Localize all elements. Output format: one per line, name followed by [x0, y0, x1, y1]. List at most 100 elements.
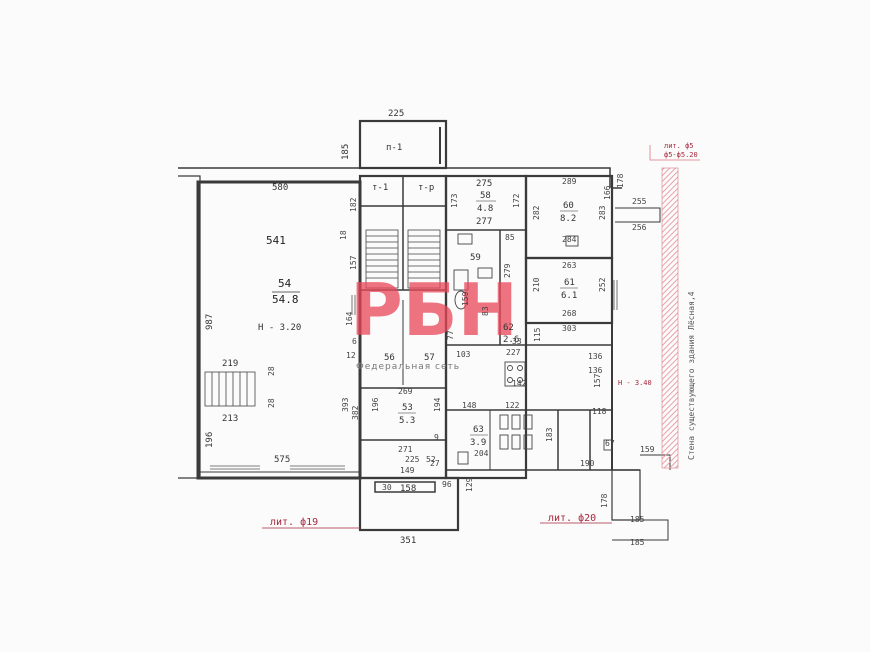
- dim-263: 263: [562, 261, 577, 270]
- room-58-number: 58: [480, 191, 491, 201]
- dim-185b: 185: [630, 515, 645, 524]
- dim-196: 196: [205, 432, 215, 448]
- dim-149: 149: [400, 466, 415, 475]
- dim-52: 52: [426, 455, 436, 464]
- dim-289: 289: [562, 177, 577, 186]
- room-63-area: 3.9: [470, 438, 486, 448]
- room-t1: т-1: [372, 183, 388, 193]
- dim-219: 219: [222, 359, 238, 369]
- room-58-area: 4.8: [477, 204, 493, 214]
- adjacent-wall-caption: Стена существующего здания Лёсная,4: [687, 291, 696, 460]
- dim-57: 57: [424, 353, 435, 363]
- dim-103: 103: [456, 350, 471, 359]
- room-62-area: 2.6: [503, 335, 519, 345]
- dim-96: 96: [442, 480, 452, 489]
- dim-27: 27: [430, 459, 440, 468]
- dim-227: 227: [506, 348, 521, 357]
- room-61-area: 6.1: [561, 291, 577, 301]
- room-53-number: 53: [402, 403, 413, 413]
- room-54-number: 54: [278, 277, 292, 290]
- dim-575: 575: [274, 455, 290, 465]
- dim-159: 159: [640, 445, 655, 454]
- dim-194: 194: [433, 397, 442, 412]
- dim-393: 393: [341, 397, 350, 412]
- dim-157: 157: [349, 255, 358, 270]
- dim-83: 83: [481, 306, 490, 316]
- dim-225-top: 225: [388, 109, 404, 119]
- dim-157b: 157: [593, 373, 602, 388]
- dim-118: 118: [592, 407, 607, 416]
- dim-268: 268: [562, 309, 577, 318]
- dim-382: 382: [351, 405, 360, 420]
- room-62-number: 62: [503, 323, 514, 333]
- dim-303: 303: [562, 324, 577, 333]
- dim-159b: 159: [461, 291, 470, 306]
- dim-196b: 196: [371, 397, 380, 412]
- dim-987: 987: [205, 314, 215, 330]
- dim-12: 12: [346, 351, 356, 360]
- dim-77: 77: [446, 330, 455, 340]
- room-labels: 54 54.8 Н - 3.20 58 4.8 59 60 8.2 61 6.1…: [258, 143, 652, 448]
- annotations: лит. ф19 лит. ф20 лит. ф5 ф5-ф5.20 Стена…: [270, 142, 698, 528]
- dim-282: 282: [532, 205, 541, 220]
- dim-164: 164: [345, 311, 354, 326]
- dim-269: 269: [398, 387, 413, 396]
- dim-158: 158: [400, 484, 416, 494]
- dim-351: 351: [400, 536, 416, 546]
- dim-255: 255: [632, 197, 647, 206]
- dim-213: 213: [222, 414, 238, 424]
- dim-252: 252: [598, 277, 607, 292]
- dim-173: 173: [450, 193, 459, 208]
- dim-541: 541: [266, 234, 286, 247]
- windows: [210, 280, 618, 470]
- dim-6: 6: [352, 337, 357, 346]
- dim-277: 277: [476, 217, 492, 227]
- dim-18: 18: [339, 230, 348, 240]
- dim-580: 580: [272, 183, 288, 193]
- watermark-logo: РБН: [350, 268, 518, 352]
- dim-136b: 136: [588, 366, 603, 375]
- dim-185-top: 185: [341, 144, 351, 160]
- dim-56: 56: [384, 353, 395, 363]
- adjacent-wall-hatch: [661, 167, 679, 469]
- dim-129: 129: [465, 477, 474, 492]
- room-60-area: 8.2: [560, 214, 576, 224]
- room-59-number: 59: [470, 253, 481, 263]
- dim-283: 283: [598, 205, 607, 220]
- dim-183: 183: [545, 427, 554, 442]
- dim-178b: 178: [600, 493, 609, 508]
- room-54-area: 54.8: [272, 293, 299, 306]
- room-53-area: 5.3: [399, 416, 415, 426]
- dim-9: 9: [434, 433, 439, 442]
- dim-166: 166: [603, 185, 612, 200]
- room-tr: т-р: [418, 183, 434, 193]
- dim-284: 284: [562, 235, 577, 244]
- dim-28a: 28: [267, 366, 276, 376]
- room-63-number: 63: [473, 425, 484, 435]
- room-p1: п-1: [386, 143, 402, 153]
- dim-67: 67: [605, 439, 615, 448]
- dim-210: 210: [532, 277, 541, 292]
- dim-30: 30: [382, 483, 392, 492]
- fixtures: [453, 233, 613, 465]
- dim-275: 275: [476, 179, 492, 189]
- height-340: Н - 3.40: [618, 379, 652, 387]
- dim-136a: 136: [588, 352, 603, 361]
- dim-256: 256: [632, 223, 647, 232]
- dim-190: 190: [580, 459, 595, 468]
- stairs: [204, 229, 441, 407]
- lit-f20-label: лит. ф20: [548, 512, 596, 524]
- room-54-height: Н - 3.20: [258, 323, 301, 333]
- dim-178-right: 178: [616, 173, 625, 188]
- dim-28b: 28: [267, 398, 276, 408]
- red-annotation-line: [649, 145, 700, 161]
- dim-115: 115: [533, 327, 542, 342]
- dim-172: 172: [512, 193, 521, 208]
- dim-122: 122: [505, 401, 520, 410]
- lit-top-label: лит. ф5: [664, 142, 694, 150]
- lit-f19-label: лит. ф19: [270, 516, 318, 528]
- dim-225b: 225: [405, 455, 420, 464]
- dim-142: 142: [512, 379, 527, 388]
- dim-85: 85: [505, 233, 515, 242]
